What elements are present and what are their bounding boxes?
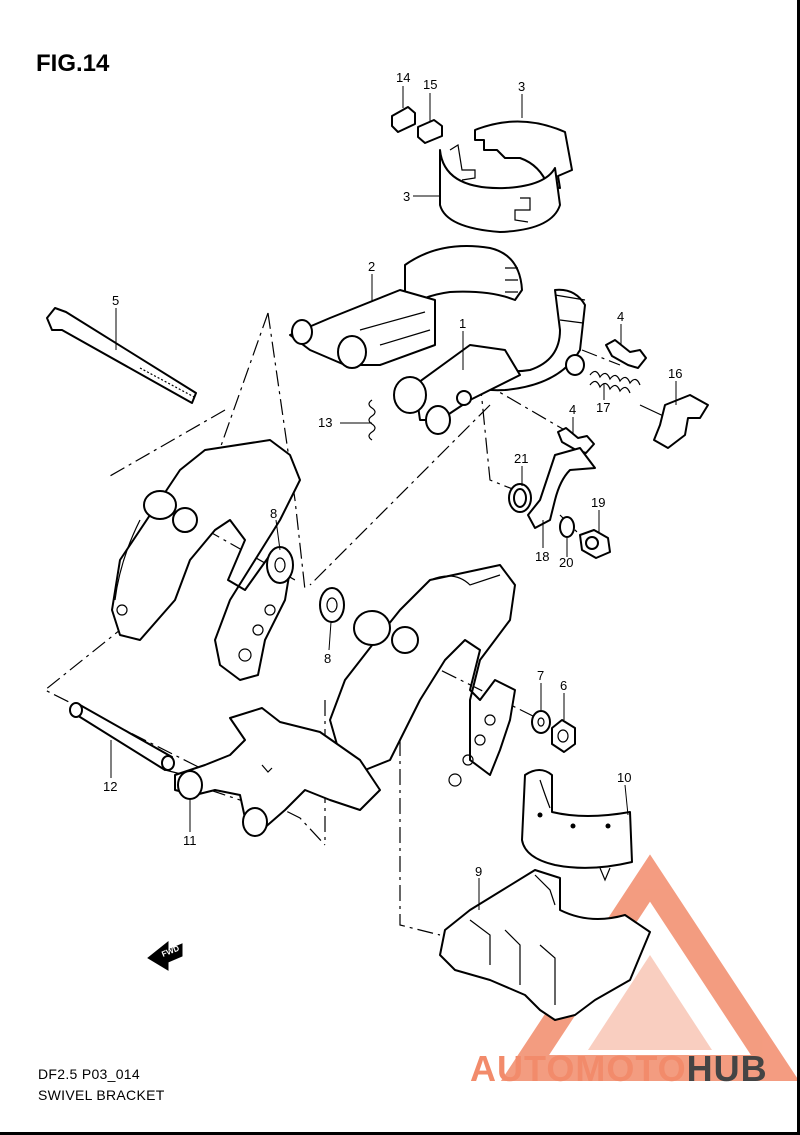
watermark-text: AUTOMOTOHUB (470, 1048, 768, 1090)
callout-19: 19 (591, 495, 605, 510)
figure-code: DF2.5 P03_014 (38, 1066, 140, 1082)
callout-7: 7 (537, 668, 544, 683)
part-5-long-bolt (46, 307, 197, 404)
part-4-lower-bolt (557, 427, 595, 454)
watermark-part1: AUTOMOTO (470, 1048, 687, 1089)
callout-10: 10 (617, 770, 631, 785)
leader-lines (110, 86, 677, 910)
callout-9: 9 (475, 864, 482, 879)
part-14-pad (391, 106, 416, 133)
left-clamp-bracket (111, 439, 301, 681)
callout-17: 17 (596, 400, 610, 415)
callout-4-upper: 4 (617, 309, 624, 324)
part-21-ring (508, 483, 532, 513)
callout-5: 5 (112, 293, 119, 308)
callout-18: 18 (535, 549, 549, 564)
callout-4-lower: 4 (569, 402, 576, 417)
part-3-upper-bushing (474, 120, 573, 189)
part-12-pin (69, 702, 175, 771)
fwd-direction-arrow: FWD (147, 940, 183, 971)
callout-8-upper: 8 (270, 506, 277, 521)
part-13-spring (368, 399, 376, 441)
callout-15: 15 (423, 77, 437, 92)
part-20-washer (559, 516, 575, 538)
part-8-upper-washer (266, 546, 294, 584)
callout-6: 6 (560, 678, 567, 693)
figure-name: SWIVEL BRACKET (38, 1087, 165, 1103)
callout-2: 2 (368, 259, 375, 274)
part-16-wing-bolt (639, 394, 709, 449)
part-3-lower-bushing (439, 144, 561, 233)
part-2-swivel-arm (289, 245, 523, 369)
callout-20: 20 (559, 555, 573, 570)
figure-title: FIG.14 (36, 50, 110, 77)
part-1-swivel-clamp (393, 288, 586, 435)
part-8-lower-washer (319, 587, 345, 623)
callout-12: 12 (103, 779, 117, 794)
part-18-lever (527, 447, 596, 529)
callout-3-lower: 3 (403, 189, 410, 204)
part-11-tilt-plate (174, 707, 381, 837)
callout-11: 11 (183, 833, 197, 848)
part-17-spring (589, 370, 641, 394)
callout-13: 13 (318, 415, 332, 430)
callout-16: 16 (668, 366, 682, 381)
watermark-part2: HUB (686, 1048, 768, 1089)
callout-numbers: 14 15 3 3 2 5 1 4 16 17 4 13 21 19 18 20… (103, 70, 682, 879)
part-6-nut (551, 719, 576, 753)
callout-14: 14 (396, 70, 410, 85)
callout-1: 1 (459, 316, 466, 331)
part-7-washer (531, 710, 551, 734)
right-clamp-bracket (329, 564, 516, 787)
part-15-pad (417, 119, 443, 144)
callout-8-lower: 8 (324, 651, 331, 666)
callout-21: 21 (514, 451, 528, 466)
part-9-stopper-bracket (439, 869, 651, 1021)
part-4-upper-bolt (605, 339, 647, 369)
part-10-clamp-pad (521, 769, 633, 882)
part-19-bolt (579, 529, 611, 559)
callout-3-upper: 3 (518, 79, 525, 94)
